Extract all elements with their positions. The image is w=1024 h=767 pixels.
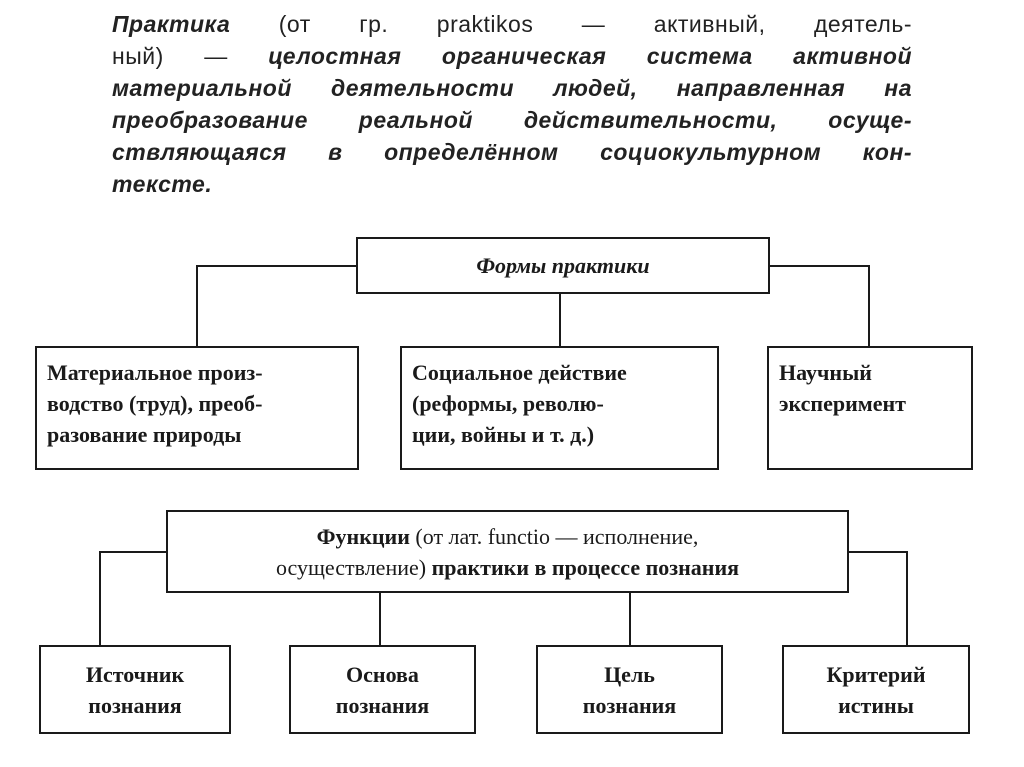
functions-title-text: практики в процессе познания	[431, 554, 740, 580]
function-text-line: Источник	[85, 661, 185, 687]
form-text-line: водство (труд), преоб-	[47, 391, 263, 416]
definition-etymology-end: ный) —	[112, 43, 269, 69]
functions-title-line-1: Функции (от лат. functio — исполнение,	[317, 521, 699, 552]
functions-title-line-2: осуществление) практики в процессе позна…	[276, 552, 739, 583]
form-text-line: Научный	[779, 360, 872, 385]
forms-title-box: Формы практики	[356, 237, 770, 294]
function-text-line: Основа	[346, 661, 419, 687]
function-criterion-box: Критерий истины	[782, 645, 970, 734]
definition-line-3: материальной деятельности людей, направл…	[112, 75, 912, 101]
form-scientific-experiment-box: Научный эксперимент	[767, 346, 973, 470]
definition-etymology: (от гр. praktikos — активный, деятель-	[230, 11, 912, 37]
functions-title-box: Функции (от лат. functio — исполнение, о…	[166, 510, 849, 593]
function-goal-box: Цель познания	[536, 645, 723, 734]
function-text-line: Цель	[604, 661, 655, 687]
form-text-line: разование природы	[47, 422, 242, 447]
function-text-line: познания	[582, 692, 677, 718]
definition-line-5: ствляющаяся в определённом социокультурн…	[112, 139, 912, 165]
function-source-box: Источник познания	[39, 645, 231, 734]
form-text-line: эксперимент	[779, 391, 906, 416]
function-text-line: истины	[838, 692, 914, 718]
form-text-line: Материальное произ-	[47, 360, 263, 385]
function-text-line: познания	[88, 692, 182, 718]
functions-title-term: Функции	[316, 523, 410, 549]
functions-title-etymology-end: осуществление)	[275, 554, 432, 580]
form-text-line: (реформы, револю-	[412, 391, 604, 416]
form-material-production-box: Материальное произ- водство (труд), прео…	[35, 346, 359, 470]
definition-paragraph: Практика (от гр. praktikos — активный, д…	[112, 8, 912, 200]
forms-title: Формы практики	[476, 253, 650, 278]
definition-line-4: преобразование реальной действительности…	[112, 107, 912, 133]
definition-line-6: тексте.	[112, 171, 213, 197]
form-social-action-box: Социальное действие (реформы, револю- ци…	[400, 346, 719, 470]
function-basis-box: Основа познания	[289, 645, 476, 734]
function-text-line: Критерий	[826, 661, 926, 687]
definition-line-1: Практика (от гр. praktikos — активный, д…	[112, 8, 912, 40]
definition-text: целостная органическая система активной	[268, 43, 912, 69]
form-text-line: Социальное действие	[412, 360, 627, 385]
definition-line-2: ный) — целостная органическая система ак…	[112, 40, 912, 72]
form-text-line: ции, войны и т. д.)	[412, 422, 595, 447]
functions-title-etymology: (от лат. functio — исполнение,	[409, 523, 699, 549]
definition-term: Практика	[112, 11, 231, 37]
function-text-line: познания	[335, 692, 430, 718]
